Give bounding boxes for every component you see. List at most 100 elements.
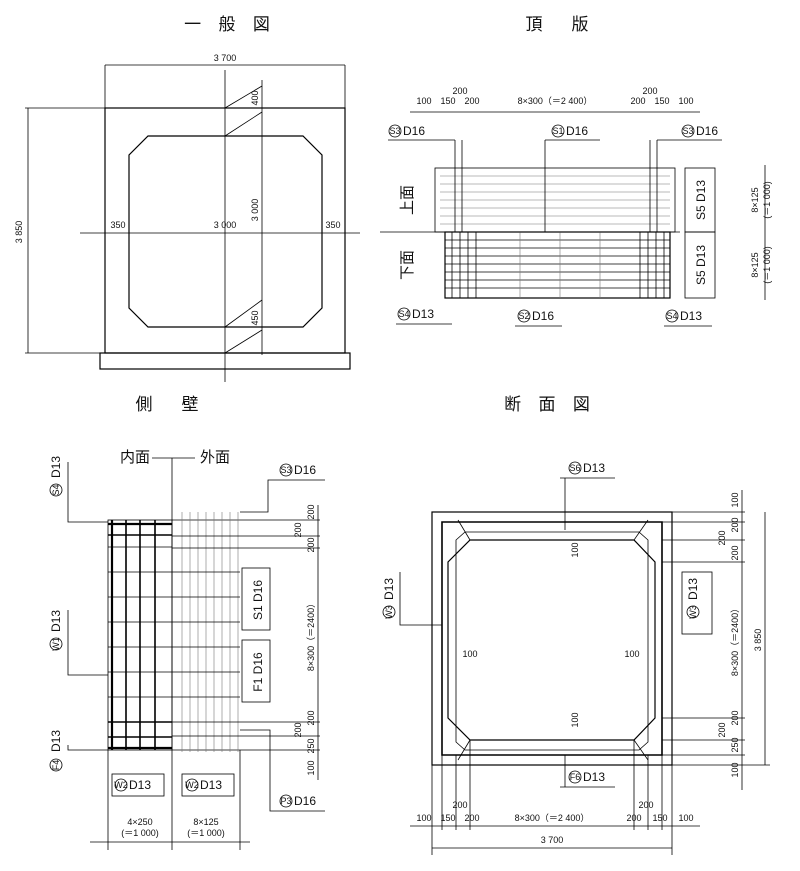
svg-text:D16: D16 — [696, 124, 718, 138]
svg-text:D13: D13 — [49, 610, 63, 632]
general-right-text: 350 — [325, 220, 340, 230]
wall-inner-mesh — [107, 519, 173, 751]
svg-text:D13: D13 — [680, 309, 702, 323]
tag-wall-w2-right: W2 D13 — [181, 773, 235, 797]
general-haunch-leader-bottom — [224, 299, 263, 328]
wall-outer-label: 外面 — [200, 448, 230, 466]
svg-text:D13: D13 — [686, 578, 700, 600]
svg-text:D16: D16 — [566, 124, 588, 138]
section-haunch-bl — [457, 739, 471, 761]
general-width-text: 3 700 — [214, 53, 237, 63]
section-100-left: 100 — [462, 649, 477, 659]
section-bdim-0: 100 — [416, 813, 431, 823]
svg-text:F6: F6 — [570, 772, 581, 782]
wall-rdim-5: 200 — [293, 722, 303, 737]
slab-dim-0: 100 — [416, 96, 431, 106]
svg-text:S1: S1 — [552, 126, 563, 136]
svg-text:D13: D13 — [382, 578, 396, 600]
wall-rdim-7: 100 — [306, 760, 316, 775]
section-100-bottom: 100 — [570, 712, 580, 727]
svg-text:W3: W3 — [688, 605, 698, 619]
tag-slab-s4-right: S4 D13 — [664, 309, 712, 327]
section-width-text: 3 700 — [541, 835, 564, 845]
slab-dim-5: 200 — [630, 96, 645, 106]
svg-text:D16: D16 — [294, 794, 316, 808]
section-rdim-1: 200 — [730, 517, 740, 532]
section-haunch-br — [633, 739, 649, 761]
slab-dim-6: 200 — [642, 86, 657, 96]
general-center-text: 3 000 — [214, 220, 237, 230]
section-bdim-6: 200 — [638, 800, 653, 810]
wall-rdim-1: 200 — [293, 522, 303, 537]
tag-slab-s5-upper: S5 D13 — [684, 167, 716, 233]
tag-wall-w2-left: W2 D13 — [111, 773, 165, 797]
svg-text:D13: D13 — [49, 730, 63, 752]
general-view: 3 700 3 850 350 3 000 350 3 000 400 450 — [14, 53, 360, 382]
svg-text:F4: F4 — [51, 760, 61, 771]
svg-text:S6: S6 — [569, 463, 580, 473]
slab-dim-2: 200 — [452, 86, 467, 96]
svg-text:F1 D16: F1 D16 — [251, 652, 265, 692]
general-vertical-text: 3 000 — [250, 199, 260, 222]
general-haunch-leader-top2 — [224, 85, 263, 109]
tag-wall-s3: S3 D16 — [240, 463, 325, 513]
slab-dim-3: 200 — [464, 96, 479, 106]
general-haunch-leader-top — [224, 111, 263, 137]
tag-section-f6: F6 D13 — [560, 755, 615, 788]
tag-wall-f4: F4 D13 — [49, 730, 108, 772]
svg-text:D13: D13 — [200, 778, 222, 792]
slab-lower-label: 下面 — [398, 250, 416, 280]
section-rdim-2: 200 — [717, 530, 727, 545]
section-rdim-3: 200 — [730, 545, 740, 560]
section-inner-rebar — [455, 531, 649, 751]
svg-text:W3: W3 — [384, 605, 394, 619]
section-rdim-0: 100 — [730, 492, 740, 507]
svg-text:S2: S2 — [518, 311, 529, 321]
top-slab-view: 100 150 200 200 8×300（＝2 400） 200 200 15… — [380, 86, 772, 327]
section-rdim-5: 200 — [730, 710, 740, 725]
section-haunch-tr — [633, 519, 649, 541]
wall-rdim-4: 200 — [306, 710, 316, 725]
general-haunch-leader-bottom2 — [224, 329, 263, 354]
section-bdim-3: 200 — [464, 813, 479, 823]
svg-text:D13: D13 — [129, 778, 151, 792]
slab-dim-4: 8×300（＝2 400） — [518, 96, 593, 106]
title-section: 断 面 図 — [504, 395, 596, 415]
slab-upper-label: 上面 — [398, 185, 416, 215]
slab-right-upper2: (＝1 000) — [762, 181, 772, 219]
svg-text:D16: D16 — [532, 309, 554, 323]
svg-text:S4: S4 — [666, 311, 677, 321]
svg-text:D13: D13 — [49, 456, 63, 478]
section-opening — [447, 539, 656, 741]
wall-outer-mesh — [172, 512, 240, 752]
section-rdim-7: 250 — [730, 737, 740, 752]
tag-wall-p3: P3 D16 — [240, 729, 325, 812]
tag-wall-f1: F1 D16 — [241, 639, 271, 703]
svg-text:S5 D13: S5 D13 — [694, 245, 708, 285]
svg-text:D16: D16 — [294, 463, 316, 477]
section-rdim-6: 200 — [717, 722, 727, 737]
svg-text:S4: S4 — [398, 309, 409, 319]
slab-right-lower2: (＝1 000) — [762, 246, 772, 284]
wall-bottom-right2: (＝1 000) — [187, 828, 225, 838]
side-wall-view: 内面 外面 — [49, 448, 325, 850]
general-top-haunch-text: 400 — [250, 90, 260, 105]
slab-right-lower: 8×125 — [750, 252, 760, 277]
section-outer-rebar — [441, 521, 663, 756]
wall-rdim-0: 200 — [306, 504, 316, 519]
section-bdim-4: 8×300（＝2 400） — [515, 813, 590, 823]
svg-text:D13: D13 — [412, 307, 434, 321]
slab-dim-1: 150 — [440, 96, 455, 106]
tag-slab-s4-left: S4 D13 — [396, 307, 452, 325]
tag-slab-s3-right: S3 D16 — [657, 124, 722, 141]
wall-rdim-2: 200 — [306, 537, 316, 552]
svg-text:S1 D16: S1 D16 — [251, 580, 265, 620]
tag-slab-s3-left: S3 D16 — [388, 124, 455, 141]
tag-wall-w1: W1 D13 — [49, 610, 108, 676]
svg-text:W2: W2 — [185, 780, 199, 790]
tag-slab-s2: S2 D16 — [515, 309, 562, 327]
section-bdim-5: 200 — [626, 813, 641, 823]
svg-text:D16: D16 — [403, 124, 425, 138]
title-general: 一 般 図 — [184, 15, 276, 35]
